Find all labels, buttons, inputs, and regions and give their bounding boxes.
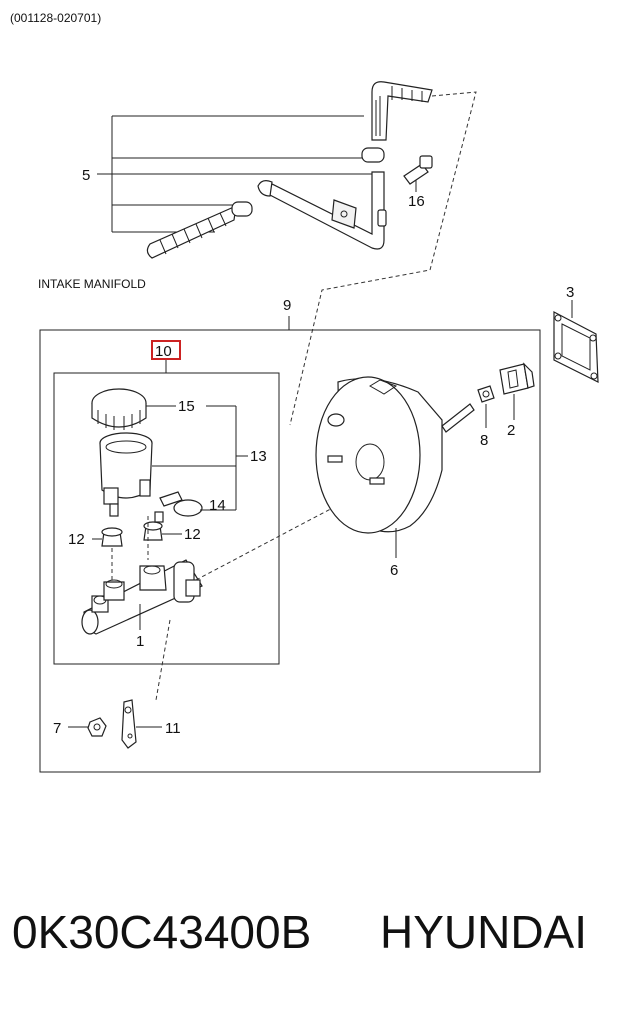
reservoir-plug-right bbox=[143, 521, 163, 541]
diagram-code: (001128-020701) bbox=[10, 11, 101, 25]
callout-11: 11 bbox=[165, 720, 181, 737]
callout-5: 5 bbox=[82, 167, 90, 184]
callout-12-right: 12 bbox=[184, 526, 201, 543]
bracket-11 bbox=[121, 699, 137, 749]
callout-3: 3 bbox=[566, 284, 574, 301]
callout-15: 15 bbox=[178, 398, 195, 415]
callout-2: 2 bbox=[507, 422, 515, 439]
intake-manifold-label: INTAKE MANIFOLD bbox=[38, 277, 146, 291]
callout-12-left: 12 bbox=[68, 531, 85, 548]
callout-13: 13 bbox=[250, 448, 267, 465]
master-cylinder-body bbox=[81, 559, 203, 635]
clevis-yoke bbox=[499, 362, 535, 395]
assembly-9-frame bbox=[39, 329, 541, 773]
reservoir bbox=[99, 432, 153, 505]
grommet bbox=[159, 491, 203, 517]
brand-name: HYUNDAI bbox=[380, 906, 588, 958]
callout-16: 16 bbox=[408, 193, 425, 210]
callout-8: 8 bbox=[480, 432, 488, 449]
callout-10: 10 bbox=[155, 343, 172, 360]
gasket-plate bbox=[553, 311, 599, 383]
part-number: 0K30C43400B bbox=[12, 906, 312, 958]
hose-clamp-lower bbox=[231, 201, 253, 217]
hose-clamp-upper bbox=[361, 147, 385, 163]
callout-14-label: 14 bbox=[209, 497, 226, 514]
nut-8 bbox=[477, 385, 495, 403]
bolt-16 bbox=[403, 155, 433, 185]
master-cylinder-frame bbox=[53, 372, 280, 665]
vacuum-hose-assembly bbox=[97, 81, 477, 426]
footer: 0K30C43400B HYUNDAI bbox=[0, 905, 621, 985]
callout-10-highlight bbox=[151, 340, 181, 360]
parts-diagram: (001128-020701) 5 bbox=[10, 11, 599, 773]
callout-7: 7 bbox=[53, 720, 61, 737]
brake-booster bbox=[315, 376, 475, 534]
callout-1: 1 bbox=[136, 633, 144, 650]
reservoir-cap bbox=[91, 388, 147, 430]
reservoir-plug-left bbox=[101, 527, 123, 547]
callout-6: 6 bbox=[390, 562, 398, 579]
nut-7 bbox=[87, 717, 107, 737]
callout-9: 9 bbox=[283, 297, 291, 314]
